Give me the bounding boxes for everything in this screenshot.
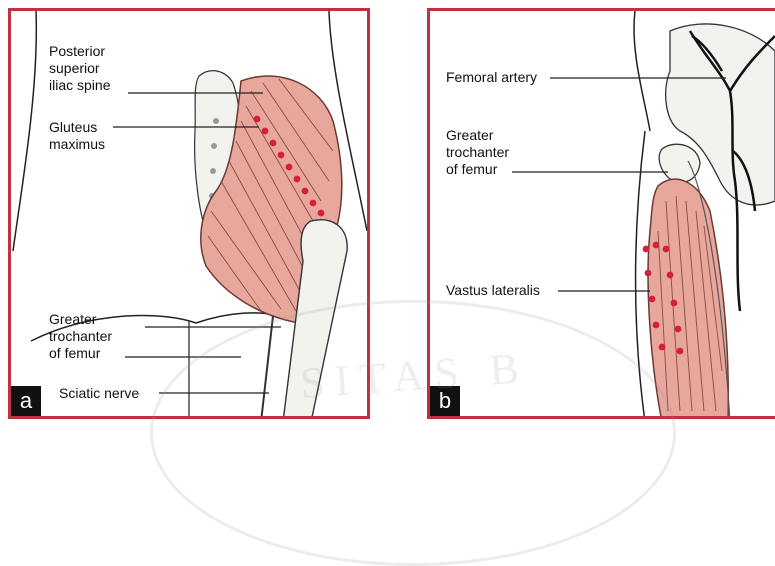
label-psis-line1: Posterior bbox=[49, 43, 110, 60]
label-trochanter-a-line2: trochanter bbox=[49, 328, 112, 345]
label-vastus-lateralis: Vastus lateralis bbox=[446, 282, 540, 299]
label-psis-line2: superior bbox=[49, 60, 110, 77]
panel-b-badge: b bbox=[430, 386, 460, 416]
label-gluteus-maximus: Gluteus maximus bbox=[49, 119, 105, 153]
label-psis: Posterior superior iliac spine bbox=[49, 43, 110, 94]
label-trochanter-a-line1: Greater bbox=[49, 311, 112, 328]
label-trochanter-b-line2: trochanter bbox=[446, 144, 509, 161]
sciatic-nerve bbox=[261, 316, 273, 419]
label-gluteus-line1: Gluteus bbox=[49, 119, 105, 136]
leg-outline bbox=[634, 11, 650, 419]
vastus-lateralis-muscle bbox=[648, 179, 728, 419]
label-femoral-artery: Femoral artery bbox=[446, 69, 537, 86]
greater-trochanter-bone bbox=[659, 144, 700, 182]
label-trochanter-b-line1: Greater bbox=[446, 127, 509, 144]
panel-a-badge: a bbox=[11, 386, 41, 416]
label-psis-line3: iliac spine bbox=[49, 77, 110, 94]
label-greater-trochanter-a: Greater trochanter of femur bbox=[49, 311, 112, 362]
label-greater-trochanter-b: Greater trochanter of femur bbox=[446, 127, 509, 178]
label-trochanter-b-line3: of femur bbox=[446, 161, 509, 178]
label-gluteus-line2: maximus bbox=[49, 136, 105, 153]
label-trochanter-a-line3: of femur bbox=[49, 345, 112, 362]
label-sciatic-nerve: Sciatic nerve bbox=[59, 385, 139, 402]
panel-a-gluteal-region: Posterior superior iliac spine Gluteus m… bbox=[8, 8, 370, 419]
panel-b-thigh-region: Femoral artery Greater trochanter of fem… bbox=[427, 8, 775, 419]
